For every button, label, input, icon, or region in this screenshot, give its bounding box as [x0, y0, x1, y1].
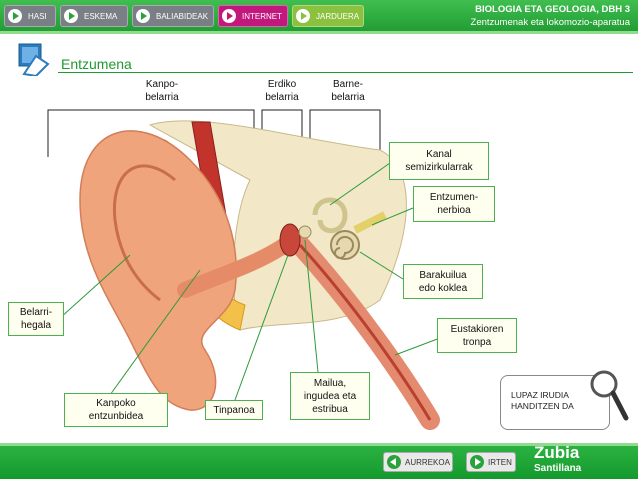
brand-sub: Santillana — [534, 463, 582, 474]
auditory-nerve — [353, 211, 387, 234]
nerbioa-line1: Entzumen- — [429, 192, 479, 203]
top-toolbar: HASI ESKEMA BALIABIDEAK INTERNET JARDUER… — [0, 0, 638, 34]
kanal-line1: Kanal — [426, 149, 452, 160]
cochlea — [330, 230, 360, 260]
eskema-button[interactable]: ESKEMA — [60, 5, 128, 27]
middle-ear-line2: belarria — [265, 92, 299, 103]
eskema-label: ESKEMA — [84, 11, 118, 21]
ear-canal — [177, 237, 293, 298]
magnifier-line1: LUPAZ IRUDIA — [511, 390, 569, 400]
arrow-left-icon — [387, 455, 401, 469]
play-icon — [296, 9, 310, 23]
course-subtitle: Zentzumenak eta lokomozio-aparatua — [470, 17, 630, 28]
play-icon — [222, 9, 236, 23]
aurrekoa-label: AURREKOA — [405, 457, 450, 467]
section-title: Entzumena — [61, 56, 132, 72]
inner-ear-line2: belarria — [331, 92, 365, 103]
nerbioa-line2: nerbioa — [437, 205, 471, 216]
cochlea-label: Barakuilua edo koklea — [403, 264, 483, 299]
play-icon — [64, 9, 78, 23]
entzunbidea-line2: entzunbidea — [88, 411, 144, 422]
entzunbidea-line1: Kanpoko — [96, 398, 136, 409]
pinna-inner — [112, 164, 176, 302]
koklea-line2: edo koklea — [418, 282, 468, 294]
aurrekoa-button[interactable]: AURREKOA — [383, 452, 453, 472]
jarduera-label: JARDUERA — [316, 11, 360, 21]
internet-label: INTERNET — [242, 11, 282, 21]
section-book-icon — [18, 43, 50, 76]
baliabideak-label: BALIABIDEAK — [156, 11, 209, 21]
bottom-toolbar: AURREKOA IRTEN — [0, 443, 638, 479]
outer-ear-line2: belarria — [145, 92, 179, 103]
auditory-nerve-label: Entzumen- nerbioa — [413, 186, 495, 222]
arrow-right-icon — [470, 455, 484, 469]
semicircular-canals-label: Kanal semizirkularrak — [389, 142, 489, 180]
bottom-stripe — [0, 443, 638, 446]
outer-ear-label: Kanpo- belarria — [127, 78, 197, 104]
irten-label: IRTEN — [488, 457, 512, 467]
middle-ear-line1: Erdiko — [267, 79, 297, 90]
middle-ear-label: Erdiko belarria — [248, 78, 316, 104]
semicircular-canals — [312, 197, 348, 234]
hezurrak-line1: Mailua, — [313, 377, 347, 389]
magnifier-line2: HANDITZEN DA — [511, 401, 574, 411]
hegala-line1: Belarri- — [19, 307, 53, 318]
tympanum — [279, 223, 301, 257]
jarduera-button[interactable]: JARDUERA — [292, 5, 364, 27]
play-icon — [8, 9, 22, 23]
play-icon — [136, 9, 150, 23]
brand-logo: Zubia — [534, 443, 580, 462]
ear-canal-label: Kanpoko entzunbidea — [64, 393, 168, 427]
koklea-line1: Barakuilua — [419, 269, 467, 281]
course-title: BIOLOGIA ETA GEOLOGIA, DBH 3 — [475, 4, 630, 15]
hasi-button[interactable]: HASI — [4, 5, 56, 27]
inner-ear-line1: Barne- — [332, 79, 363, 90]
section-divider — [58, 72, 633, 73]
eustakio-line1: Eustakioren — [450, 323, 504, 335]
ossicles — [298, 225, 312, 239]
internet-button[interactable]: INTERNET — [218, 5, 288, 27]
outer-ear-line1: Kanpo- — [145, 79, 179, 90]
kanal-line2: semizirkularrak — [405, 162, 473, 173]
hezurrak-line3: estribua — [312, 403, 348, 415]
inner-ear-bracket — [309, 109, 381, 157]
magnifier-icon[interactable] — [588, 368, 630, 424]
irten-button[interactable]: IRTEN — [466, 452, 516, 472]
pinna — [79, 130, 237, 411]
baliabideak-button[interactable]: BALIABIDEAK — [132, 5, 214, 27]
hasi-label: HASI — [28, 11, 47, 21]
hezurrak-line2: ingudea eta — [303, 390, 357, 402]
inner-ear-label: Barne- belarria — [312, 78, 384, 104]
eustachian-tube-label: Eustakioren tronpa — [437, 318, 517, 353]
toolbar-stripe — [0, 31, 638, 34]
ossicles-label: Mailua, ingudea eta estribua — [290, 372, 370, 420]
tympanum-label: Tinpanoa — [205, 400, 263, 420]
eustakio-line2: tronpa — [462, 336, 492, 348]
pinna-label: Belarri- hegala — [8, 302, 64, 336]
hegala-line2: hegala — [20, 320, 52, 331]
